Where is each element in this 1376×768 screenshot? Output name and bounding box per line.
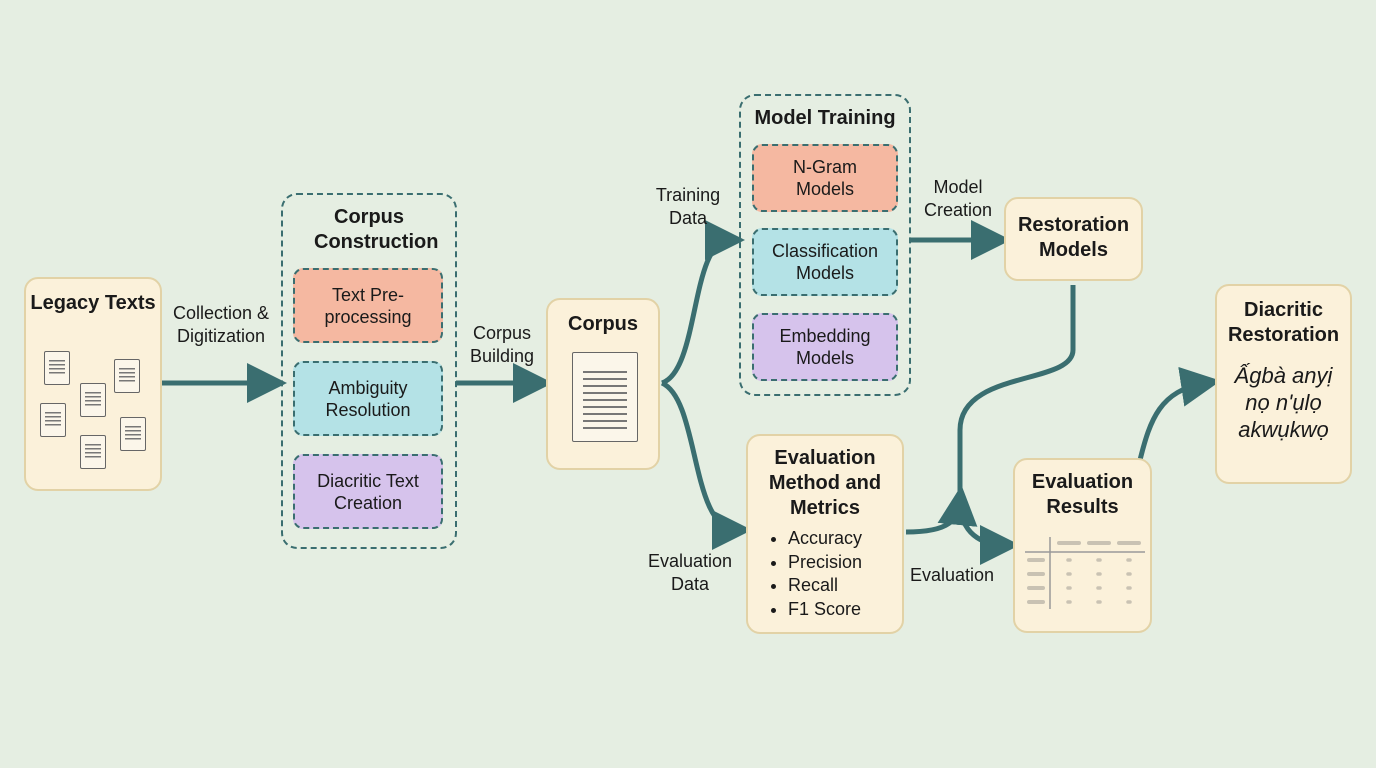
edge-label-training-data: Training Data — [655, 185, 721, 228]
arrow-evaluation-data — [660, 380, 752, 550]
results-table-icon — [1025, 537, 1145, 609]
edge-label-evaluation-data: Evaluation Data — [647, 551, 733, 594]
evaluation-results-node: Evaluation Results — [1013, 458, 1152, 633]
text-preprocessing-step: Text Pre-processing — [293, 268, 443, 343]
group-title: Corpus Construction — [314, 206, 439, 253]
classification-models-step: Classification Models — [752, 228, 898, 296]
edge-label-corpus-building: Corpus Building — [469, 323, 535, 366]
node-title: Legacy Texts — [30, 292, 156, 314]
arrow-restoration-to-results — [957, 285, 1076, 565]
evaluation-method-node: Evaluation Method and Metrics Accuracy P… — [746, 434, 904, 634]
group-title: Model Training — [754, 107, 896, 129]
edge-label-collection: Collection & Digitization — [172, 303, 270, 346]
diacritic-restoration-node: Diacritic Restoration Ấgbà anyị nọ n'ụlọ… — [1215, 284, 1352, 484]
n-gram-models-step: N-Gram Models — [752, 144, 898, 212]
restored-example-text: Ấgbà anyị nọ n'ụlọ akwụkwọ — [1234, 363, 1333, 442]
metric-item: Recall — [788, 574, 902, 598]
metrics-list: Accuracy Precision Recall F1 Score — [748, 527, 902, 621]
diacritic-text-creation-step: Diacritic Text Creation — [293, 454, 443, 529]
arrow-results-to-restoration — [1137, 367, 1221, 461]
node-title: Evaluation Method and Metrics — [768, 447, 882, 519]
corpus-node: Corpus — [546, 298, 660, 470]
model-training-group: Model Training — [739, 94, 911, 396]
corpus-construction-group: Corpus Construction — [281, 193, 457, 549]
node-title: Evaluation Results — [1031, 471, 1134, 518]
embedding-models-step: Embedding Models — [752, 313, 898, 381]
edge-label-evaluation: Evaluation — [910, 565, 995, 585]
node-title: Diacritic Restoration — [1227, 299, 1340, 346]
restoration-models-node: Restoration Models — [1004, 197, 1143, 281]
arrow-training-data — [660, 220, 745, 386]
arrow-eval-method — [905, 485, 978, 535]
node-title: Restoration Models — [1017, 214, 1130, 261]
legacy-texts-node: Legacy Texts — [24, 277, 162, 491]
metric-item: Accuracy — [788, 527, 902, 551]
document-icon — [572, 352, 638, 442]
metric-item: F1 Score — [788, 598, 902, 622]
edge-label-model-creation: Model Creation — [923, 177, 993, 220]
node-title: Corpus — [568, 313, 638, 335]
ambiguity-resolution-step: Ambiguity Resolution — [293, 361, 443, 436]
metric-item: Precision — [788, 551, 902, 575]
